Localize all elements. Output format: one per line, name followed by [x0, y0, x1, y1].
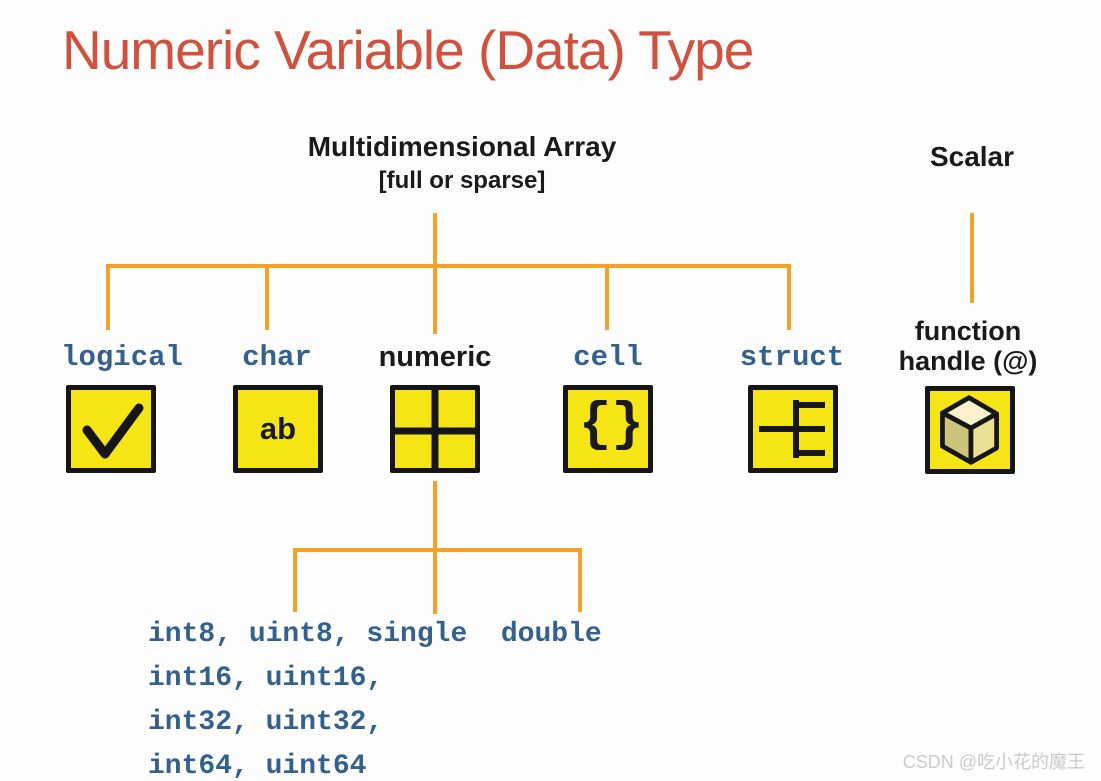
open-brace-glyph: { — [579, 395, 612, 456]
label-numeric: numeric — [378, 341, 492, 373]
tree-drop-numeric — [433, 264, 437, 334]
tree-drop-struct — [787, 264, 791, 330]
subtype-line-2: int16, uint16, — [148, 663, 384, 694]
char-box: ab — [233, 385, 323, 473]
subtype-drop-right — [578, 548, 582, 612]
subtype-trunk — [433, 481, 437, 551]
function-handle-line1: function — [914, 316, 1022, 346]
tree-drop-char — [265, 264, 269, 330]
struct-tree-icon — [759, 400, 825, 458]
tree-trunk-top — [433, 213, 437, 267]
label-logical: logical — [61, 341, 183, 374]
function-handle-line2: handle (@) — [898, 346, 1038, 376]
checkmark-icon — [82, 403, 144, 459]
logical-box — [66, 385, 156, 473]
label-cell: cell — [573, 341, 643, 374]
close-brace-glyph: } — [611, 395, 644, 456]
scalar-connector — [970, 213, 974, 303]
grid-2x2-icon — [395, 390, 475, 468]
label-struct: struct — [739, 341, 845, 374]
label-function-handle: function handle (@) — [868, 316, 1068, 376]
function-handle-box — [925, 386, 1015, 474]
subtype-line-4: int64, uint64 — [148, 751, 367, 781]
label-char: char — [242, 341, 312, 374]
struct-box — [748, 385, 838, 473]
full-or-sparse-subheading: [full or sparse] — [378, 167, 546, 194]
ab-glyph: ab — [259, 411, 297, 446]
subtype-branch-horizontal — [293, 548, 582, 552]
tree-drop-logical — [106, 264, 110, 330]
tree-branch-horizontal — [106, 264, 791, 268]
csdn-watermark: CSDN @吃小花的魔王 — [902, 752, 1085, 772]
scalar-heading: Scalar — [929, 141, 1015, 172]
tree-drop-cell — [605, 264, 609, 330]
subtype-drop-middle — [433, 548, 437, 614]
subtype-drop-left — [293, 548, 297, 612]
subtype-line-1: int8, uint8, single double — [148, 619, 602, 650]
numeric-box — [390, 385, 480, 473]
cell-box: { } — [563, 385, 653, 473]
page-title: Numeric Variable (Data) Type — [62, 19, 754, 81]
multidimensional-array-heading: Multidimensional Array — [307, 131, 617, 162]
cube-icon — [940, 395, 999, 465]
subtype-line-3: int32, uint32, — [148, 707, 384, 738]
